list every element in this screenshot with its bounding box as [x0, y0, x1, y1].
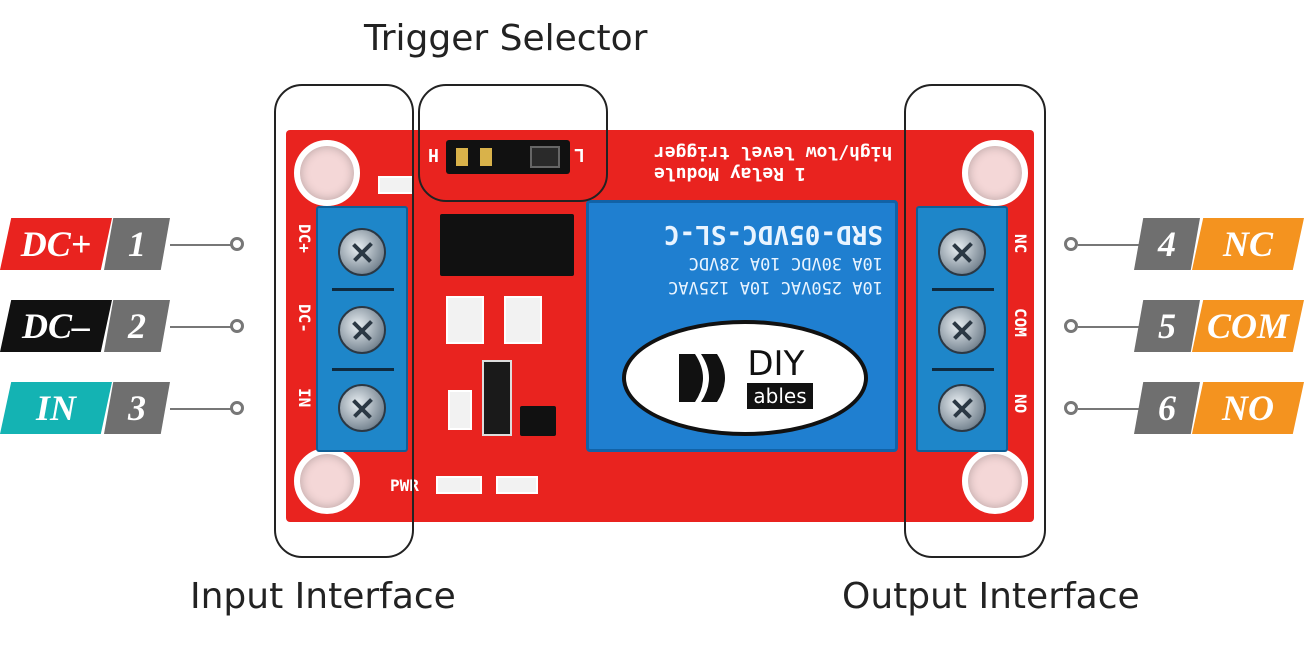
connector-dot	[1064, 319, 1078, 333]
pin-label-com: 5 COM	[1134, 300, 1304, 352]
pin-name: DC+	[0, 218, 112, 270]
relay-model: SRD-05VDC-SL-C	[663, 219, 883, 249]
pin-label-no: 6 NO	[1134, 382, 1304, 434]
connector-line	[170, 326, 232, 328]
screw-com[interactable]	[938, 306, 986, 354]
input-terminal-block	[316, 206, 408, 452]
smd-component	[504, 296, 542, 344]
relay-markings: 10A 250VAC 10A 125VAC 10A 30VDC 10A 28VD…	[603, 215, 883, 297]
connector-line	[170, 408, 232, 410]
pin-number: 6	[1134, 382, 1200, 434]
smd-resistor	[496, 476, 538, 494]
diyables-logo-mark-icon	[679, 354, 726, 402]
relay-board: 1 Relay Module high/low level trigger H …	[286, 130, 1034, 522]
pin-number: 2	[104, 300, 170, 352]
connector-dot	[1064, 237, 1078, 251]
pin-number: 5	[1134, 300, 1200, 352]
connector-line	[1078, 326, 1140, 328]
input-interface-caption: Input Interface	[190, 576, 456, 617]
pin-name: NO	[1192, 382, 1304, 434]
pin-name: COM	[1192, 300, 1304, 352]
jumper-pin	[480, 148, 492, 166]
pin-label-dc-minus: DC– 2	[0, 300, 170, 352]
pwr-label: PWR	[390, 476, 419, 495]
trigger-jumper[interactable]	[446, 140, 570, 174]
connector-dot	[230, 319, 244, 333]
output-terminal-block	[916, 206, 1008, 452]
pin-name: IN	[0, 382, 112, 434]
screw-dc-plus[interactable]	[338, 228, 386, 276]
mount-hole-bottom-left	[294, 448, 360, 514]
output-interface-frame	[904, 84, 1046, 558]
relay-rating-2: 10A 30VDC 10A 28VDC	[688, 253, 883, 273]
connector-line	[1078, 408, 1140, 410]
smd-component	[446, 296, 484, 344]
pin-number: 4	[1134, 218, 1200, 270]
mount-hole-top-right	[962, 140, 1028, 206]
jumper-cap	[530, 146, 560, 168]
pin-label-in: IN 3	[0, 382, 170, 434]
mount-hole-top-left	[294, 140, 360, 206]
screw-dc-minus[interactable]	[338, 306, 386, 354]
connector-line	[170, 244, 232, 246]
pin-number: 3	[104, 382, 170, 434]
connector-line	[1078, 244, 1140, 246]
logo-ables-text: ables	[747, 383, 813, 409]
pin-name: NC	[1192, 218, 1304, 270]
smd-component	[448, 390, 472, 430]
logo-diy-text: DIY	[747, 344, 805, 384]
trigger-selector-frame	[418, 84, 608, 202]
terminal-divider	[332, 368, 394, 371]
pin-number: 1	[104, 218, 170, 270]
screw-in[interactable]	[338, 384, 386, 432]
mount-hole-bottom-right	[962, 448, 1028, 514]
connector-dot	[230, 237, 244, 251]
diode	[520, 406, 556, 436]
trigger-selector-caption: Trigger Selector	[364, 18, 648, 59]
connector-dot	[230, 401, 244, 415]
relay-rating-1: 10A 250VAC 10A 125VAC	[668, 277, 883, 297]
jumper-pin	[456, 148, 468, 166]
connector-dot	[1064, 401, 1078, 415]
screw-nc[interactable]	[938, 228, 986, 276]
terminal-divider	[932, 288, 994, 291]
terminal-divider	[932, 368, 994, 371]
transistor	[482, 360, 512, 436]
diyables-logo: DIY ables	[622, 320, 868, 436]
pin-label-nc: 4 NC	[1134, 218, 1304, 270]
output-interface-caption: Output Interface	[842, 576, 1140, 617]
power-led	[436, 476, 482, 494]
optocoupler-chip	[440, 214, 574, 276]
input-interface-frame	[274, 84, 414, 558]
screw-no[interactable]	[938, 384, 986, 432]
pin-name: DC–	[0, 300, 112, 352]
pin-label-dc-plus: DC+ 1	[0, 218, 170, 270]
terminal-divider	[332, 288, 394, 291]
